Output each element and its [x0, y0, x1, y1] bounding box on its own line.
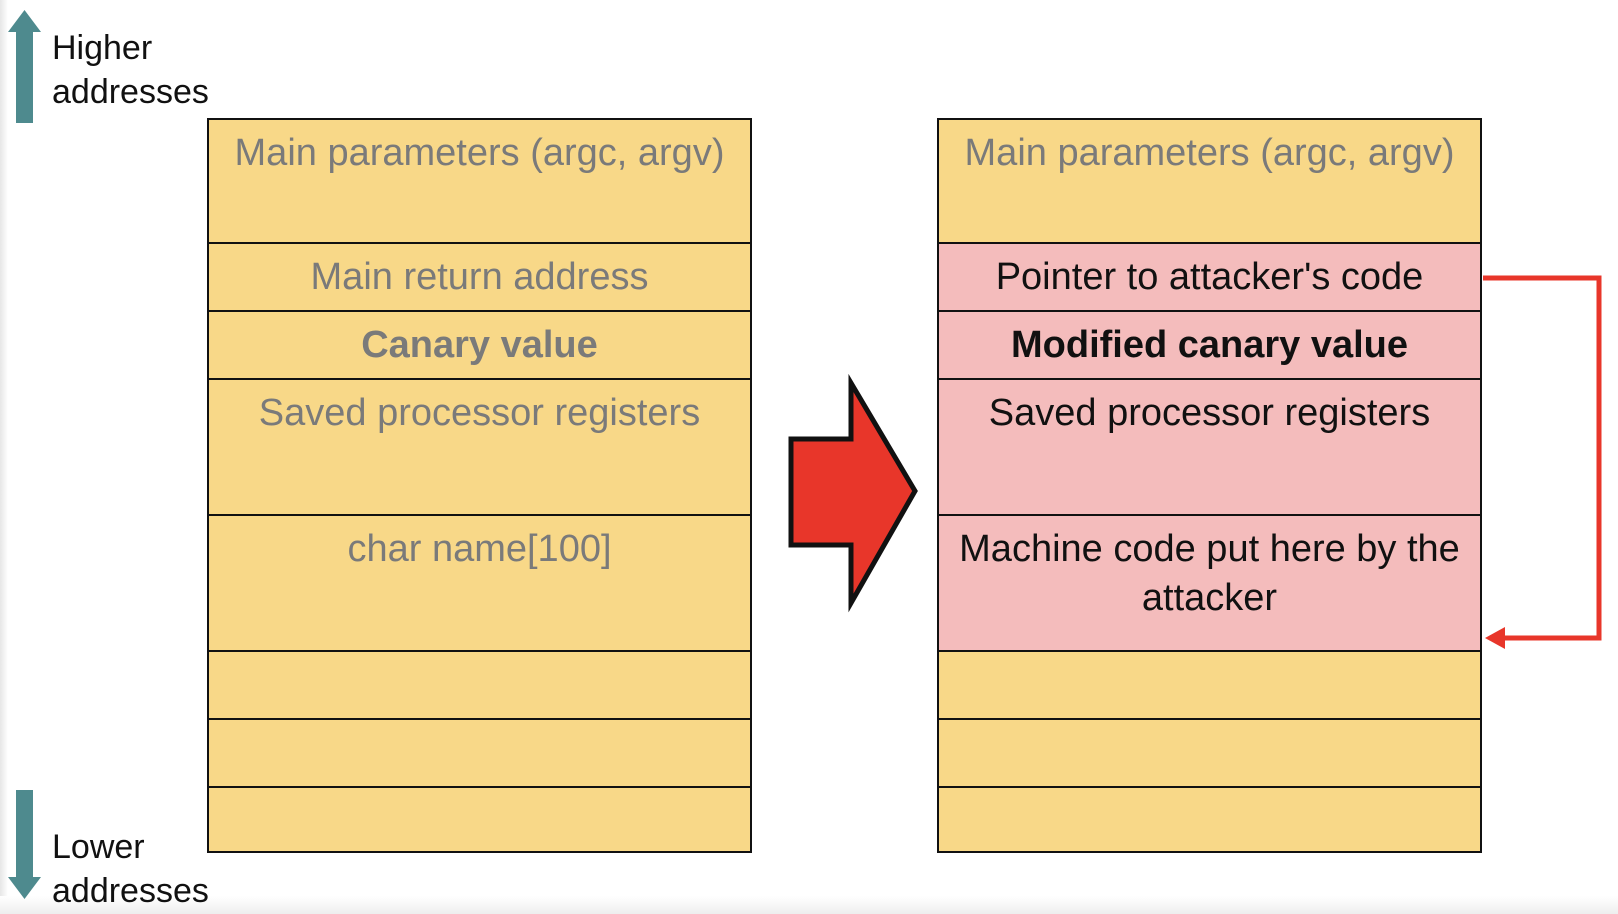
lower-label-line2: addresses	[52, 872, 209, 910]
cell-modified-canary-value-text: Modified canary value	[1010, 324, 1408, 366]
cell-main-parameters-text: Main parameters (argc, argv)	[964, 132, 1455, 174]
higher-label-line1: Higher	[52, 29, 153, 67]
cell-empty-3	[939, 788, 1480, 851]
cell-main-return-address: Main return address	[209, 244, 750, 312]
cell-machine-code-text: Machine code put here by the attacker	[959, 528, 1460, 619]
cell-empty-1	[939, 652, 1480, 720]
left-edge-shadow	[0, 0, 8, 914]
higher-addresses-label: Higher addresses	[52, 26, 209, 114]
higher-addresses-arrow-icon	[8, 10, 41, 123]
cell-char-name-buffer: char name[100]	[209, 516, 750, 652]
pointer-redirect-line-icon	[1483, 275, 1602, 649]
transition-arrow-icon	[788, 373, 918, 613]
cell-empty-1	[209, 652, 750, 720]
bottom-edge-shadow	[0, 896, 1618, 914]
stack-before: Main parameters (argc, argv) Main return…	[207, 118, 752, 853]
cell-pointer-to-attacker-code-text: Pointer to attacker's code	[995, 256, 1424, 298]
cell-machine-code: Machine code put here by the attacker	[939, 516, 1480, 652]
cell-saved-registers-text: Saved processor registers	[988, 392, 1431, 434]
cell-main-return-address-text: Main return address	[310, 256, 649, 298]
cell-empty-2	[209, 720, 750, 788]
lower-label-line1: Lower	[52, 828, 145, 866]
cell-canary-value: Canary value	[209, 312, 750, 380]
cell-pointer-to-attacker-code: Pointer to attacker's code	[939, 244, 1480, 312]
cell-main-parameters-text: Main parameters (argc, argv)	[234, 132, 725, 174]
lower-addresses-label: Lower addresses	[52, 825, 209, 913]
cell-saved-registers: Saved processor registers	[209, 380, 750, 516]
cell-main-parameters: Main parameters (argc, argv)	[209, 120, 750, 244]
lower-addresses-arrow-icon	[8, 790, 41, 899]
cell-main-parameters: Main parameters (argc, argv)	[939, 120, 1480, 244]
cell-saved-registers: Saved processor registers	[939, 380, 1480, 516]
cell-saved-registers-text: Saved processor registers	[258, 392, 701, 434]
cell-canary-value-text: Canary value	[361, 324, 598, 366]
cell-char-name-buffer-text: char name[100]	[347, 528, 612, 570]
cell-empty-2	[939, 720, 1480, 788]
cell-modified-canary-value: Modified canary value	[939, 312, 1480, 380]
stack-after: Main parameters (argc, argv) Pointer to …	[937, 118, 1482, 853]
higher-label-line2: addresses	[52, 73, 209, 111]
cell-empty-3	[209, 788, 750, 851]
